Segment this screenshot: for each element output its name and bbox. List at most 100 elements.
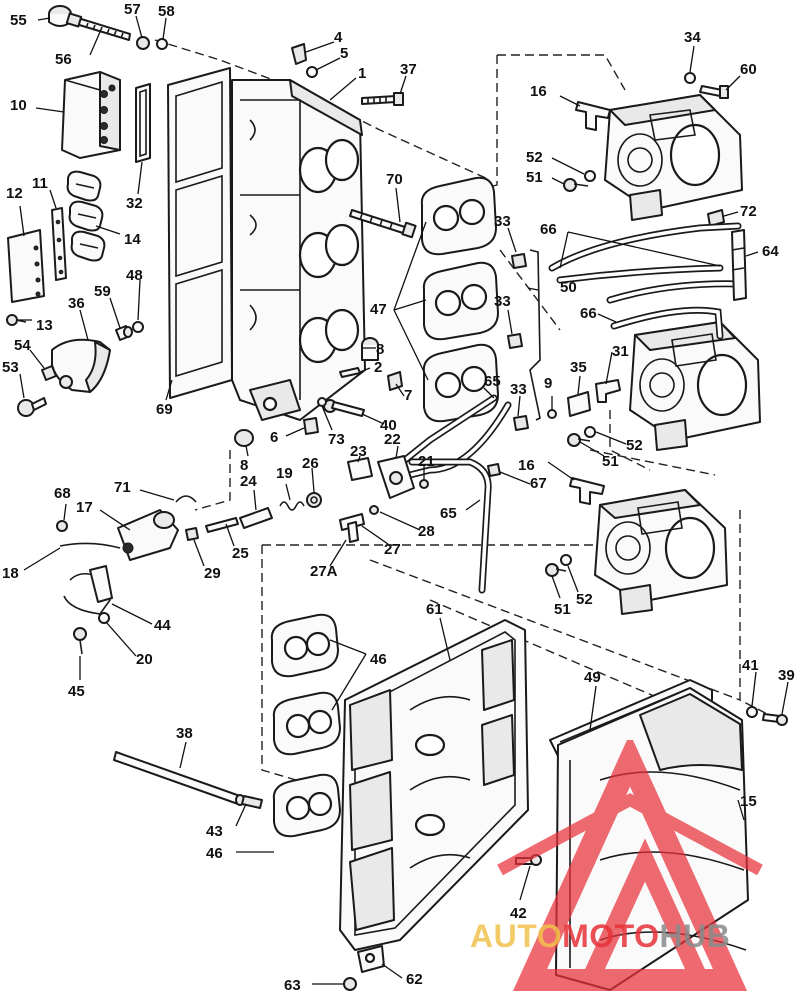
callout-7: 7 [404, 387, 412, 404]
callout-17: 17 [76, 499, 93, 516]
callout-18: 18 [2, 565, 19, 582]
callout-16-lower: 16 [518, 457, 535, 474]
callout-33-middle: 33 [494, 293, 511, 310]
callout-44: 44 [154, 617, 171, 634]
part-19-spring [279, 501, 305, 511]
part-42-screw [515, 854, 542, 866]
callout-4: 4 [334, 29, 343, 46]
callout-22: 22 [384, 431, 401, 448]
part-16-linkage-upper [575, 101, 611, 131]
callout-71: 71 [114, 479, 131, 496]
watermark-text: AUTOMOTOHUB [470, 918, 730, 955]
callout-25: 25 [232, 545, 249, 562]
callout-61: 61 [426, 601, 443, 618]
callout-50: 50 [560, 279, 577, 296]
part-40-bolt [323, 399, 365, 417]
part-44-bracket [63, 565, 113, 615]
part-33-clip-3 [513, 415, 529, 431]
callout-66-lower: 66 [580, 305, 597, 322]
part-9-washer [547, 409, 557, 419]
callout-41: 41 [742, 657, 759, 674]
callout-40: 40 [380, 417, 397, 434]
callout-38: 38 [176, 725, 193, 742]
part-20-washer [98, 612, 110, 624]
part-71-clip [175, 495, 197, 503]
callout-20: 20 [136, 651, 153, 668]
part-11-reed-stop [51, 207, 67, 281]
callout-51-upper: 51 [526, 169, 543, 186]
part-23-plate [347, 457, 373, 481]
part-53-bolt [17, 397, 47, 417]
callout-10: 10 [10, 97, 27, 114]
callout-58: 58 [158, 3, 175, 20]
callout-60: 60 [740, 61, 757, 78]
callout-68: 68 [54, 485, 71, 502]
part-35-pin [567, 391, 591, 417]
callout-13: 13 [36, 317, 53, 334]
part-47-carb-gaskets [420, 176, 499, 423]
watermark-moto: MOTO [562, 918, 660, 954]
part-66-fuel-hoses [548, 222, 744, 340]
part-64-tee-fitting [731, 229, 747, 301]
part-52-washer-middle [584, 426, 596, 438]
part-1-intake-manifold [231, 79, 366, 421]
callout-11: 11 [32, 175, 48, 192]
carburetor-upper [604, 94, 743, 221]
part-13-screw [6, 314, 27, 326]
part-2-screw [339, 367, 361, 378]
part-5-washer [306, 66, 318, 78]
part-37-bolt [361, 92, 404, 106]
part-54-nut [41, 365, 57, 381]
callout-49: 49 [584, 669, 601, 686]
callout-73: 73 [328, 431, 345, 448]
callout-45: 45 [68, 683, 85, 700]
callout-43: 43 [206, 823, 223, 840]
leader-lines [18, 15, 789, 985]
callout-66-upper: 66 [540, 221, 557, 238]
watermark-auto: AUTO [470, 918, 563, 954]
part-26-nut [306, 492, 322, 508]
callout-70: 70 [386, 171, 403, 188]
part-51-screw-middle [567, 433, 591, 447]
part-7-fitting [387, 371, 403, 391]
part-73-washer [317, 397, 327, 407]
part-56-bolt [65, 12, 131, 41]
callout-9: 9 [544, 375, 552, 392]
callout-46-lower: 46 [206, 845, 223, 862]
part-10-cover [61, 71, 121, 159]
part-17-solenoid [117, 509, 179, 561]
part-46-gaskets [270, 613, 341, 838]
part-52-washer-upper [584, 170, 596, 182]
callout-65-upper: 65 [484, 373, 501, 390]
callout-23: 23 [350, 443, 367, 460]
part-4-clip [291, 43, 307, 65]
callout-34: 34 [684, 29, 701, 46]
callout-64: 64 [762, 243, 779, 260]
part-51-screw-lower [545, 563, 567, 577]
part-69-gasket [167, 67, 233, 399]
part-59-bushing [115, 325, 133, 341]
callout-26: 26 [302, 455, 319, 472]
part-65-hoses [401, 394, 512, 594]
callout-37: 37 [400, 61, 417, 78]
carburetor-lower [594, 489, 728, 615]
part-8-plug-lower [234, 429, 254, 447]
part-43-fitting [241, 795, 263, 809]
callout-15: 15 [740, 793, 757, 810]
callout-52-middle: 52 [626, 437, 643, 454]
callout-54: 54 [14, 337, 31, 354]
part-33-clip-1 [511, 253, 527, 269]
callout-56: 56 [55, 51, 72, 68]
part-68-screw [56, 520, 68, 532]
callout-16-upper: 16 [530, 83, 547, 100]
part-48-washer [132, 321, 144, 333]
callout-35: 35 [570, 359, 587, 376]
callout-33-lower: 33 [510, 381, 527, 398]
part-61-adapter-plate [339, 619, 529, 951]
part-16-linkage-lower [569, 477, 605, 505]
watermark-hub: HUB [659, 918, 731, 954]
callout-59: 59 [94, 283, 111, 300]
part-60-bolt [699, 85, 729, 99]
